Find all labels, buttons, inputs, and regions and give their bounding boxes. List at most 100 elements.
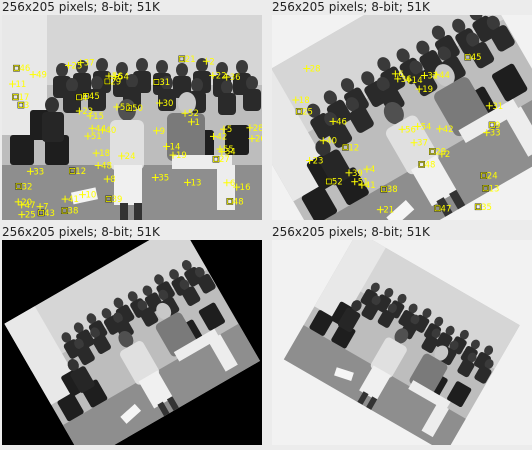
keypoint-label: 38 [387, 185, 398, 195]
keypoint-label: 24 [125, 152, 136, 162]
keypoint-marker: 45 [82, 92, 100, 102]
keypoint-marker: 7 [36, 203, 48, 213]
image-panel-4: 256x205 pixels; 8-bit; 51K [268, 225, 532, 450]
keypoint-label: 33 [490, 129, 501, 139]
keypoint-marker: 25 [65, 61, 82, 71]
keypoint-label: 15 [93, 112, 104, 122]
image-info-label: 256x205 pixels; 8-bit; 51K [2, 0, 160, 14]
keypoint-label: 38 [68, 207, 79, 217]
scene-group [283, 240, 520, 445]
keypoint-label: 41 [365, 181, 376, 191]
keypoint-label: 52 [332, 177, 343, 187]
keypoint-label: 31 [159, 78, 170, 88]
keypoint-marker: 19 [415, 85, 433, 95]
keypoint-marker: 31 [153, 78, 170, 88]
scene-group [4, 240, 260, 445]
keypoint-marker: 16 [233, 183, 251, 193]
keypoint-label: 4 [82, 93, 87, 103]
keypoint-label: 45 [89, 92, 100, 102]
keypoint-marker: 44 [432, 71, 450, 81]
keypoint-label: 46 [336, 117, 347, 127]
keypoint-marker: 32 [15, 182, 32, 192]
keypoint-marker: 52 [325, 177, 343, 187]
keypoint-label: 21 [185, 55, 196, 65]
keypoint-label: 23 [82, 107, 93, 117]
keypoint-label: 13 [191, 178, 202, 188]
keypoint-label: 29 [435, 147, 446, 157]
keypoint-marker: 48 [418, 160, 435, 170]
keypoint-label: 47 [441, 204, 452, 214]
keypoint-marker: 38 [380, 185, 398, 195]
keypoint-marker: 32 [420, 72, 438, 82]
keypoint-marker: 34 [218, 148, 236, 158]
keypoint-marker: 43 [37, 209, 55, 219]
keypoint-label: 42 [216, 132, 227, 142]
keypoint-marker: 18 [292, 96, 310, 106]
keypoint-marker: 27 [212, 155, 230, 165]
keypoint-marker: 50 [125, 104, 143, 114]
keypoint-label: 52 [188, 109, 199, 119]
keypoint-label: 14 [170, 142, 181, 152]
keypoint-marker: 15 [86, 112, 104, 122]
image-canvas[interactable] [272, 240, 532, 445]
keypoint-label: 44 [439, 71, 450, 81]
keypoint-label: 53 [120, 103, 131, 113]
keypoint-marker: 51 [351, 178, 369, 188]
keypoint-marker: 54 [111, 73, 129, 83]
keypoint-label: 5 [227, 125, 232, 135]
keypoint-marker: 28 [246, 124, 262, 134]
keypoint-label: 18 [99, 149, 110, 159]
keypoint-label: 29 [110, 77, 121, 87]
keypoint-label: 41 [68, 195, 79, 205]
keypoint-label: 33 [33, 167, 44, 177]
image-info-label: 256x205 pixels; 8-bit; 51K [272, 0, 430, 14]
keypoint-label: 16 [240, 183, 251, 193]
keypoint-label: 43 [44, 209, 55, 219]
image-info-label: 256x205 pixels; 8-bit; 51K [2, 225, 160, 239]
keypoint-marker: 29 [104, 77, 121, 87]
keypoint-marker: 39 [105, 195, 122, 205]
keypoint-marker: 12 [342, 143, 359, 153]
keypoint-marker: 5 [220, 125, 232, 135]
keypoint-marker: 47 [18, 201, 35, 211]
image-canvas[interactable] [2, 240, 262, 445]
keypoint-label: 31 [492, 102, 503, 112]
keypoint-marker: 21 [376, 206, 394, 216]
keypoint-marker: 17 [12, 93, 29, 103]
scene-group [2, 15, 262, 220]
keypoint-marker: 13 [482, 184, 499, 194]
keypoint-marker: 48 [94, 162, 112, 172]
keypoint-marker: 41 [61, 195, 79, 205]
keypoint-marker: 25 [18, 211, 36, 220]
keypoint-label: 34 [225, 148, 236, 158]
keypoint-marker: 24 [480, 172, 498, 182]
keypoint-label: 49 [36, 71, 47, 81]
keypoint-marker: 54 [414, 122, 431, 132]
keypoint-marker: 47 [434, 204, 452, 214]
image-info-label: 256x205 pixels; 8-bit; 51K [272, 225, 430, 239]
keypoint-marker: 48 [226, 197, 244, 207]
keypoint-label: 55 [223, 145, 234, 155]
keypoint-marker: 33 [483, 129, 501, 139]
keypoint-label: 44 [95, 124, 106, 134]
keypoint-label: 2 [209, 57, 214, 67]
keypoint-label: 9 [160, 127, 165, 137]
keypoint-label: 48 [233, 197, 244, 207]
keypoint-marker: 38 [61, 207, 79, 217]
keypoint-label: 28 [253, 124, 262, 134]
keypoint-marker: 14 [405, 76, 423, 86]
keypoint-label: 28 [310, 65, 321, 75]
keypoint-marker: 53 [113, 103, 131, 113]
keypoint-label: 20 [21, 198, 32, 208]
keypoint-marker: 44 [88, 124, 106, 134]
keypoint-marker: 23 [306, 157, 323, 167]
keypoint-label: 19 [176, 151, 187, 161]
keypoint-label: 23 [313, 157, 324, 167]
image-panel-3: 256x205 pixels; 8-bit; 51K [0, 225, 262, 450]
keypoint-marker: 49 [29, 71, 47, 81]
keypoint-label: 12 [75, 167, 86, 177]
